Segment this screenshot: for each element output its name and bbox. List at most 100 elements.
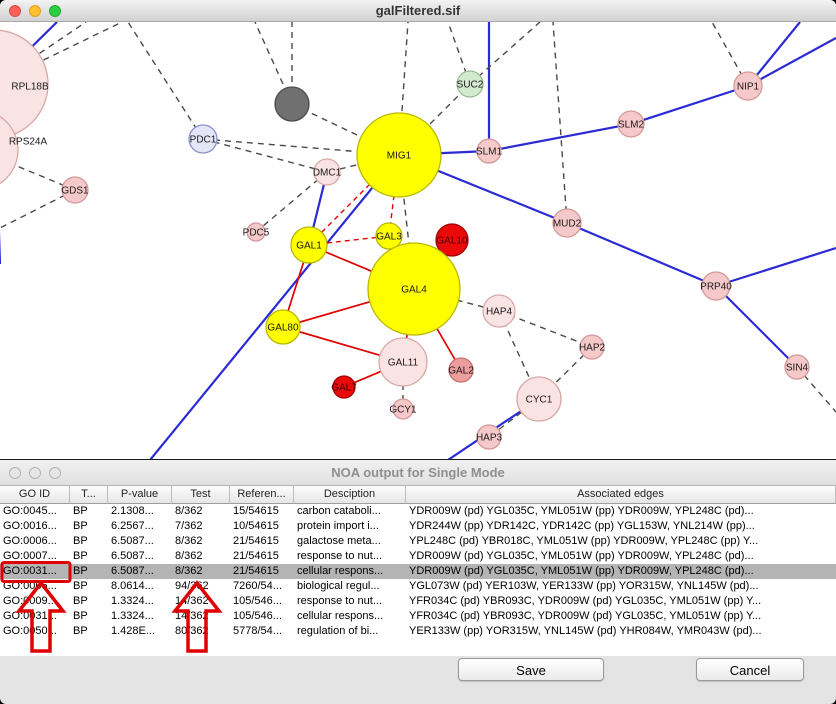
close-button[interactable] [9, 5, 21, 17]
network-canvas[interactable]: RPL18BRPS24AGDS1PDC1MIG1SUC2SLM1SLM2NIP1… [0, 22, 836, 460]
node-gds1[interactable] [61, 176, 89, 204]
node-hap2[interactable] [579, 334, 605, 360]
node-label-slm2: SLM2 [618, 120, 645, 131]
column-header-4[interactable]: Referen... [230, 486, 294, 504]
table-cell: GO:0045... [3, 505, 57, 517]
node-gal4[interactable] [367, 242, 461, 336]
save-button[interactable]: Save [458, 658, 604, 681]
node-gcy1[interactable] [392, 398, 414, 420]
node-gray1[interactable] [274, 86, 310, 122]
node-mud2[interactable] [552, 208, 582, 238]
close-button[interactable] [9, 467, 21, 479]
column-header-3[interactable]: Test [172, 486, 230, 504]
table-cell: 6.2567... [111, 520, 154, 532]
node-label-mud2: MUD2 [553, 219, 582, 230]
node-suc2[interactable] [456, 70, 484, 98]
noa-window-titlebar[interactable]: NOA output for Single Mode [0, 460, 836, 486]
minimize-button[interactable] [29, 5, 41, 17]
node-label-gal2: GAL2 [448, 366, 474, 377]
node-gal11[interactable] [378, 337, 428, 387]
node-gal10[interactable] [435, 223, 469, 257]
node-hap4[interactable] [482, 294, 516, 328]
node-cyc1[interactable] [516, 376, 562, 422]
zoom-button[interactable] [49, 5, 61, 17]
cancel-button[interactable]: Cancel [696, 658, 804, 681]
node-gal80[interactable] [265, 309, 301, 345]
column-header-5[interactable]: Desciption [294, 486, 406, 504]
table-cell: GO:0031... [3, 565, 57, 577]
node-gal3[interactable] [375, 222, 403, 250]
window-title: galFiltered.sif [375, 3, 461, 18]
column-header-6[interactable]: Associated edges [406, 486, 836, 504]
table-cell: response to nut... [297, 595, 382, 607]
edge-blue [566, 221, 717, 288]
column-header-1[interactable]: T... [70, 486, 108, 504]
table-cell: 14/362 [175, 610, 209, 622]
node-pdc5[interactable] [246, 222, 266, 242]
node-rps24a[interactable] [0, 110, 19, 190]
table-cell: YPL248C (pd) YBR018C, YML051W (pp) YDR00… [409, 535, 759, 547]
node-hap3[interactable] [476, 424, 502, 450]
zoom-button[interactable] [49, 467, 61, 479]
table-cell: 8/362 [175, 505, 203, 517]
node-gal1[interactable] [290, 226, 328, 264]
table-cell: GO:0006... [3, 535, 57, 547]
node-label-pdc1: PDC1 [190, 135, 217, 146]
edge-dashed [291, 103, 400, 156]
node-slm1[interactable] [476, 138, 502, 164]
table-cell: 7260/54... [233, 580, 282, 592]
table-cell: 21/54615 [233, 535, 279, 547]
node-label-gal11: GAL11 [388, 358, 419, 369]
node-label-gal7: GAL7 [331, 383, 357, 394]
table-cell: BP [73, 610, 88, 622]
node-gal7[interactable] [332, 375, 356, 399]
table-cell: GO:0065... [3, 580, 57, 592]
table-cell: GO:0009... [3, 595, 57, 607]
table-cell: 8/362 [175, 565, 203, 577]
edge-blue [715, 246, 836, 288]
column-header-0[interactable]: GO ID [0, 486, 70, 504]
node-label-suc2: SUC2 [457, 80, 484, 91]
table-cell: BP [73, 625, 88, 637]
table-cell: 6.5087... [111, 550, 154, 562]
node-prp40[interactable] [701, 271, 731, 301]
node-mig1[interactable] [356, 112, 442, 198]
edge-dashed [552, 22, 568, 224]
table-cell: galactose meta... [297, 535, 381, 547]
table-cell: 5778/54... [233, 625, 282, 637]
node-label-dmc1: DMC1 [313, 168, 342, 179]
node-nip1[interactable] [733, 71, 763, 101]
table-cell: 1.3324... [111, 610, 154, 622]
minimize-button[interactable] [29, 467, 41, 479]
node-sin4[interactable] [784, 354, 810, 380]
table-cell: 6.5087... [111, 565, 154, 577]
node-rpl18b[interactable] [0, 29, 49, 139]
node-slm2[interactable] [617, 110, 645, 138]
network-window-titlebar[interactable]: galFiltered.sif [0, 0, 836, 22]
table-cell: 80/362 [175, 625, 209, 637]
column-header-2[interactable]: P-value [108, 486, 172, 504]
edge-dashed [0, 189, 76, 229]
edge-dashed [0, 22, 87, 81]
node-gal2[interactable] [448, 357, 474, 383]
node-label-hap2: HAP2 [579, 343, 606, 354]
table-cell: 15/54615 [233, 505, 279, 517]
node-pdc1[interactable] [188, 124, 218, 154]
node-label-gal10: GAL10 [436, 236, 468, 247]
table-cell: GO:0031... [3, 610, 57, 622]
node-dmc1[interactable] [313, 158, 341, 186]
table-cell: BP [73, 580, 88, 592]
edge-dashed [127, 22, 204, 140]
